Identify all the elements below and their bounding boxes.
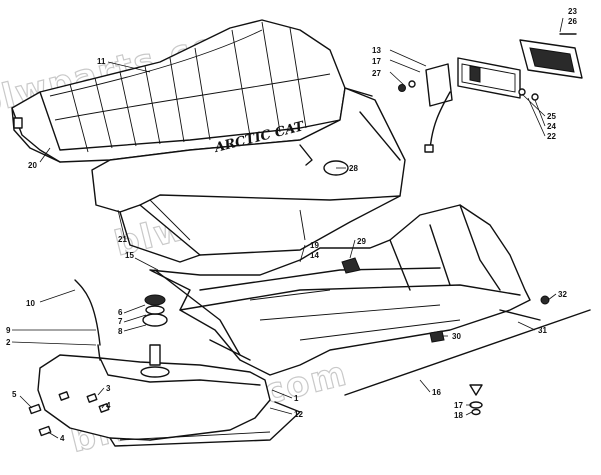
seat-assembly <box>11 19 346 163</box>
label-1: 1 <box>294 394 299 403</box>
label-12: 12 <box>294 410 303 419</box>
label-4b: 4 <box>60 434 65 443</box>
label-32: 32 <box>558 290 567 299</box>
callout-labels: 23 26 13 17 27 11 25 24 22 20 28 21 19 1… <box>6 7 577 443</box>
label-6: 6 <box>118 308 123 317</box>
label-15: 15 <box>125 251 134 260</box>
label-29: 29 <box>357 237 366 246</box>
leader-lines <box>11 17 564 439</box>
label-31: 31 <box>538 326 547 335</box>
label-5: 5 <box>12 390 17 399</box>
label-11: 11 <box>97 57 106 66</box>
label-22: 22 <box>547 132 556 141</box>
label-9: 9 <box>6 326 11 335</box>
label-21: 21 <box>118 235 127 244</box>
label-30: 30 <box>452 332 461 341</box>
label-23: 23 <box>568 7 577 16</box>
label-25: 25 <box>547 112 556 121</box>
label-16: 16 <box>432 388 441 397</box>
label-19: 19 <box>310 241 319 250</box>
label-4a: 4 <box>106 401 111 410</box>
label-7: 7 <box>118 317 123 326</box>
label-20: 20 <box>28 161 37 170</box>
label-18: 18 <box>454 411 463 420</box>
label-24: 24 <box>547 122 556 131</box>
label-13: 13 <box>372 46 381 55</box>
label-26: 26 <box>568 17 577 26</box>
label-17b: 17 <box>454 401 463 410</box>
label-27: 27 <box>372 69 381 78</box>
label-14: 14 <box>310 251 319 260</box>
label-17: 17 <box>372 57 381 66</box>
rod-assembly <box>344 295 591 416</box>
label-2: 2 <box>6 338 11 347</box>
taillight-assembly <box>398 33 583 153</box>
label-8: 8 <box>118 327 123 336</box>
fuel-tank <box>28 279 301 447</box>
label-28: 28 <box>349 164 358 173</box>
label-10: 10 <box>26 299 35 308</box>
label-3: 3 <box>106 384 111 393</box>
